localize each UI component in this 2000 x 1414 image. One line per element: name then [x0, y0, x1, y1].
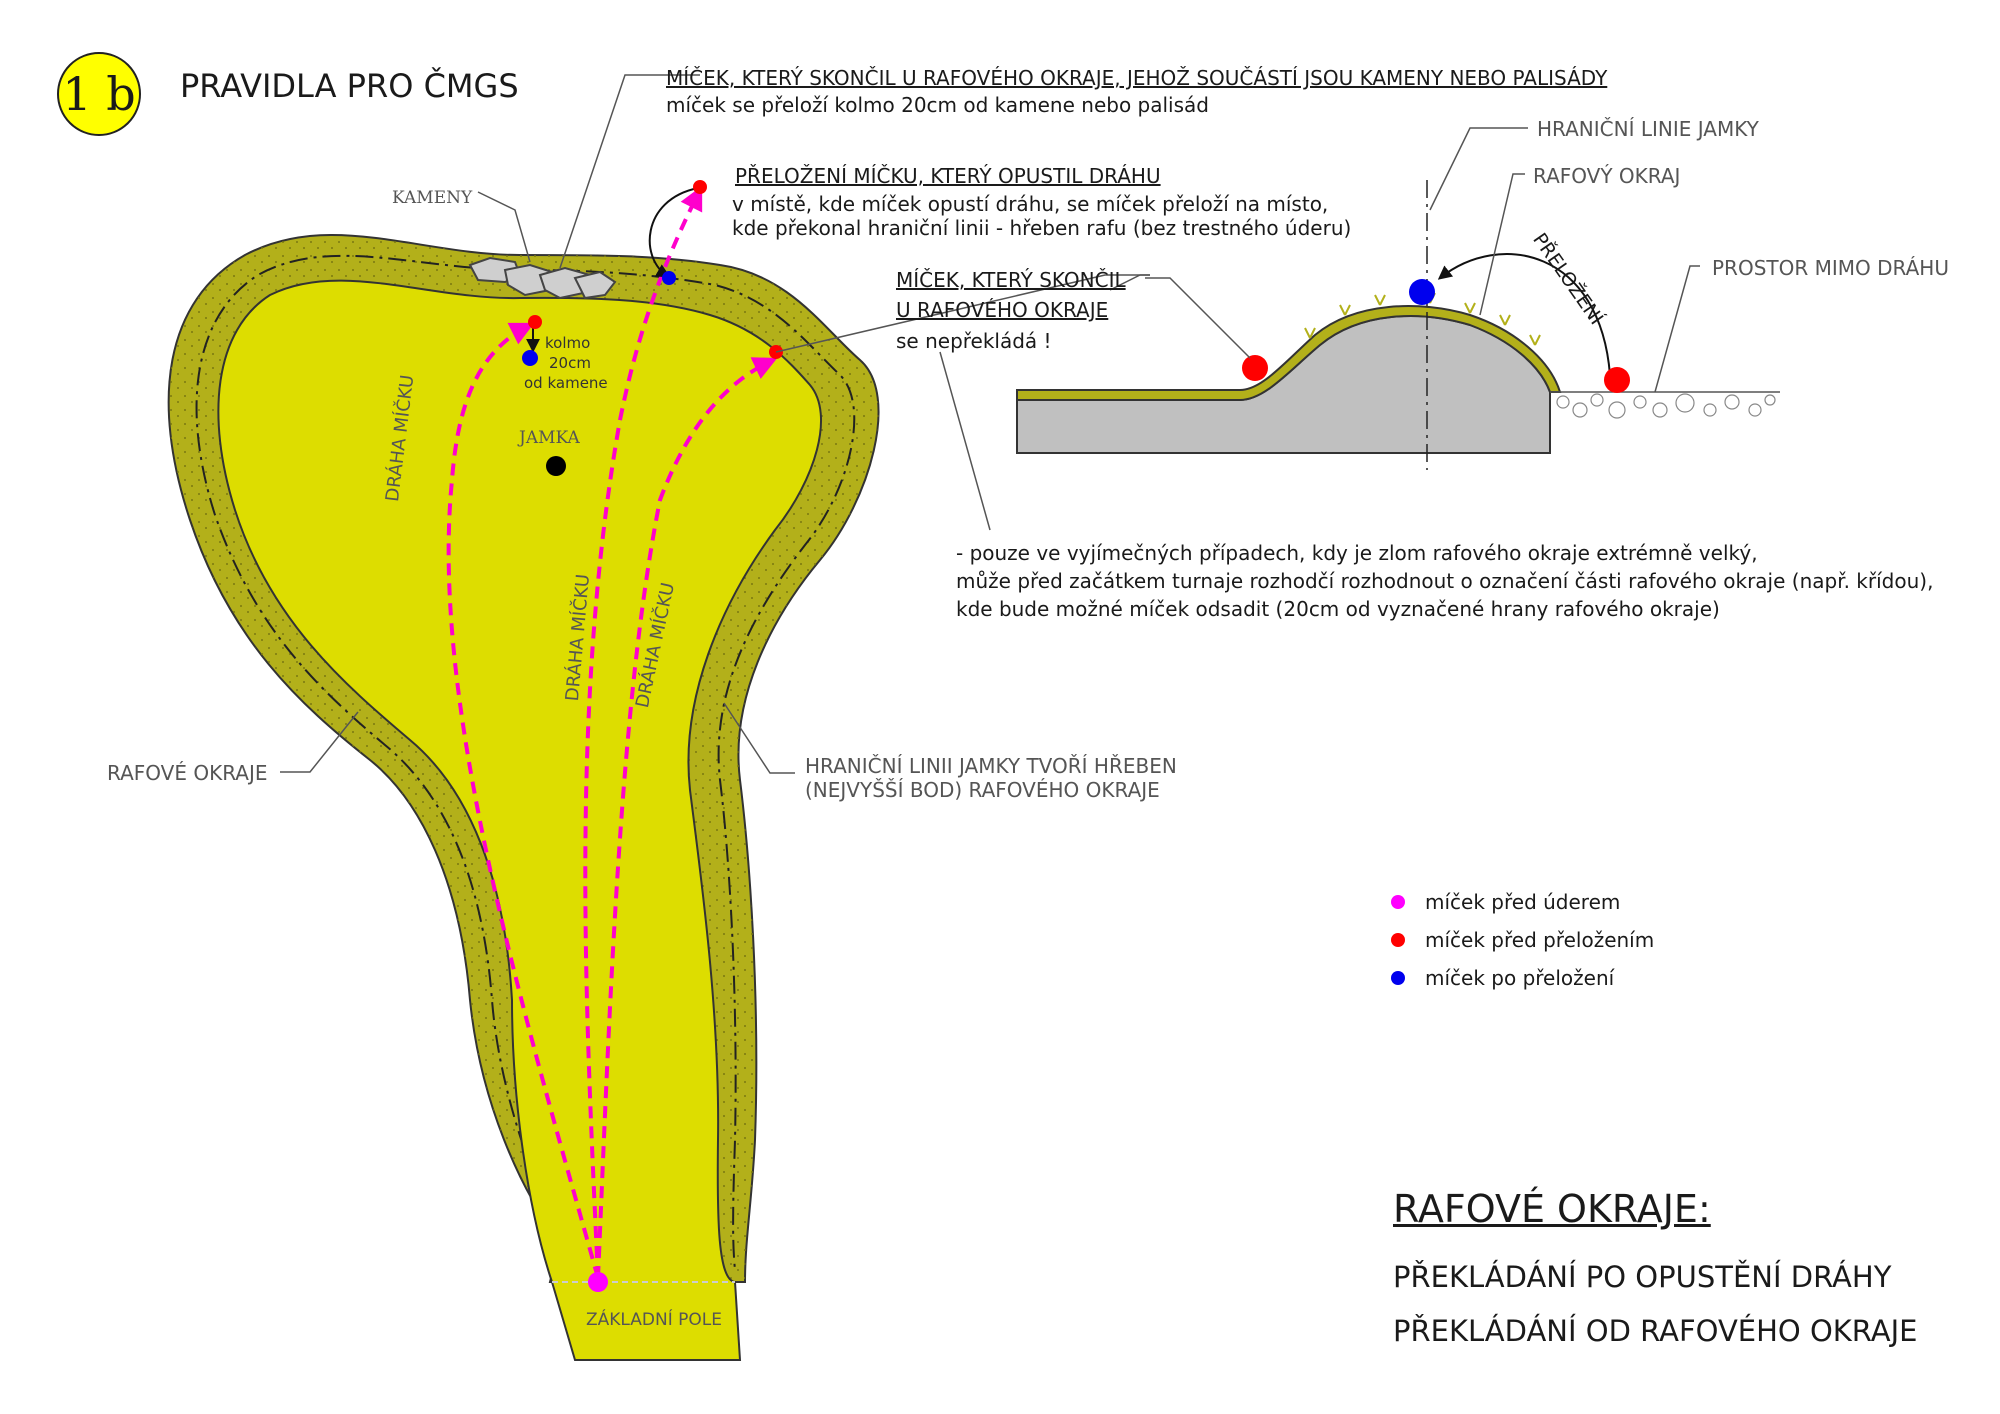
course-plan	[167, 74, 1150, 1361]
label-hranicni-2: (NEJVYŠŠÍ BOD) RAFOVÉHO OKRAJE	[805, 778, 1160, 802]
section-badge: 1 b	[57, 52, 141, 136]
label-hranicni-1: HRANIČNÍ LINII JAMKY TVOŘÍ HŘEBEN	[805, 754, 1177, 778]
hole	[546, 456, 566, 476]
note-left-text-2: kde překonal hraniční linii - hřeben raf…	[732, 216, 1352, 240]
note-exception-3: kde bude možné míček odsadit (20cm od vy…	[956, 597, 1720, 621]
label-rafove-okraje: RAFOVÉ OKRAJE	[107, 761, 268, 785]
ball-path-2	[583, 185, 703, 1279]
legend-dot-magenta	[1391, 895, 1405, 909]
label-prostor: PROSTOR MIMO DRÁHU	[1712, 256, 1949, 280]
relocate-arc	[1437, 253, 1611, 376]
note-exception-2: může před začátkem turnaje rozhodčí rozh…	[956, 569, 1934, 593]
legend-dot-red	[1391, 933, 1405, 947]
ball-start	[588, 1272, 608, 1292]
fairway	[217, 279, 822, 1361]
label-start: ZÁKLADNÍ POLE	[586, 1310, 722, 1330]
ball-blue-out	[662, 271, 676, 285]
ball-path-1	[446, 322, 600, 1279]
legend-item: míček před přeložením	[1391, 928, 1654, 952]
ball-red-stones	[528, 315, 542, 329]
stones	[468, 256, 617, 300]
ball-path-3	[596, 357, 778, 1279]
legend-label: míček po přeložení	[1425, 966, 1615, 990]
note-stones-text: míček se přeloží kolmo 20cm od kamene ne…	[666, 93, 1209, 117]
ball-red-out	[693, 180, 707, 194]
note-exception-1: - pouze ve vyjímečných případech, kdy je…	[956, 541, 1758, 565]
note-left-title: PŘELOŽENÍ MÍČKU, KTERÝ OPUSTIL DRÁHU	[735, 164, 1161, 188]
page-title: PRAVIDLA PRO ČMGS	[180, 67, 519, 105]
label-jamka: JAMKA	[519, 428, 580, 448]
footer-line-1: PŘEKLÁDÁNÍ PO OPUSTĚNÍ DRÁHY	[1393, 1260, 1892, 1294]
label-kolmo-2: 20cm	[549, 354, 591, 372]
legend-dot-blue	[1391, 971, 1405, 985]
section-ball-red-left	[1242, 355, 1268, 381]
ball-blue-stones	[522, 350, 538, 366]
legend-item: míček po přeložení	[1391, 966, 1614, 990]
label-hranicni-linie: HRANIČNÍ LINIE JAMKY	[1537, 117, 1759, 141]
legend-label: míček před přeložením	[1425, 928, 1655, 952]
label-rafovy-okraj: RAFOVÝ OKRAJ	[1533, 164, 1681, 188]
label-kameny: KAMENY	[392, 188, 473, 208]
label-kolmo-3: od kamene	[524, 374, 608, 392]
note-edge-title-2: U RAFOVÉHO OKRAJE	[896, 298, 1109, 322]
cross-section	[939, 127, 1780, 531]
section-ball-blue	[1409, 279, 1435, 305]
legend-item: míček před úderem	[1391, 890, 1620, 914]
note-edge-text: se nepřekládá !	[896, 329, 1052, 353]
label-kolmo-1: kolmo	[545, 334, 591, 352]
note-stones-title: MÍČEK, KTERÝ SKONČIL U RAFOVÉHO OKRAJE, …	[666, 66, 1608, 90]
note-left-text-1: v místě, kde míček opustí dráhu, se míče…	[732, 192, 1329, 216]
note-edge-title-1: MÍČEK, KTERÝ SKONČIL	[896, 268, 1126, 292]
section-ground	[1016, 315, 1551, 454]
legend-label: míček před úderem	[1425, 890, 1621, 914]
footer-line-2: PŘEKLÁDÁNÍ OD RAFOVÉHO OKRAJE	[1393, 1314, 1918, 1348]
footer-heading: RAFOVÉ OKRAJE:	[1393, 1187, 1711, 1231]
boundary-line	[195, 254, 856, 1271]
relocate-arrow-top	[648, 187, 699, 278]
section-ball-red-right	[1604, 367, 1630, 393]
